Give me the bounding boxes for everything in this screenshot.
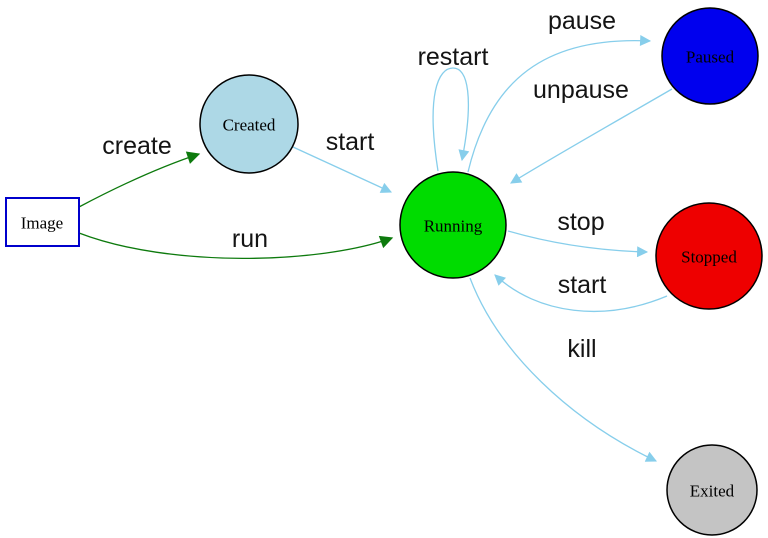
- node-created-circle: [199, 74, 299, 174]
- node-exited-label: Exited: [690, 482, 735, 501]
- edge-label-restart: restart: [418, 43, 489, 71]
- node-paused: Paused: [661, 7, 759, 105]
- node-paused-circle: [661, 7, 759, 105]
- edge-create: [78, 151, 201, 208]
- node-running: Running: [399, 171, 507, 279]
- edge-label-start-stopped: start: [558, 271, 607, 299]
- node-exited-circle: [666, 444, 758, 536]
- edge-start-created-running: [292, 146, 392, 193]
- edge-start-stopped-running: [494, 274, 668, 312]
- node-image-box: [5, 197, 80, 247]
- edge-kill: [469, 277, 657, 462]
- edge-label-start-created: start: [326, 128, 375, 156]
- node-image: Image: [5, 197, 80, 247]
- node-running-label: Running: [424, 217, 483, 236]
- edge-label-stop: stop: [557, 208, 604, 236]
- edge-labels-group: create run start restart pause unpause s…: [102, 7, 629, 363]
- edge-label-unpause: unpause: [533, 76, 629, 104]
- edge-label-pause: pause: [548, 7, 616, 35]
- node-paused-label: Paused: [686, 48, 735, 67]
- node-exited: Exited: [666, 444, 758, 536]
- edge-restart-loop: [432, 67, 470, 172]
- node-image-label: Image: [21, 214, 63, 233]
- node-created-label: Created: [223, 116, 276, 135]
- node-stopped-circle: [655, 202, 763, 310]
- edge-label-create: create: [102, 132, 171, 160]
- nodes-group: Image Created Running Paused Stopped Exi: [5, 7, 763, 536]
- node-stopped-label: Stopped: [681, 248, 737, 267]
- edge-stop: [507, 230, 649, 258]
- edge-unpause: [510, 88, 673, 184]
- edges-group: [78, 35, 673, 462]
- edge-run: [78, 232, 394, 259]
- node-created: Created: [199, 74, 299, 174]
- edge-pause: [467, 35, 652, 173]
- edge-label-run: run: [232, 225, 268, 253]
- node-stopped: Stopped: [655, 202, 763, 310]
- node-running-circle: [399, 171, 507, 279]
- edge-label-kill: kill: [567, 335, 596, 363]
